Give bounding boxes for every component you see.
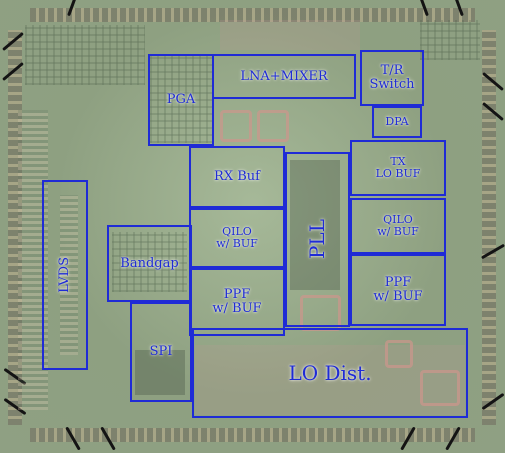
block-ppf-left: PPF w/ BUF (189, 268, 285, 336)
block-qilo-left: QILO w/ BUF (189, 208, 285, 268)
block-pll-label: PLL (305, 219, 329, 260)
pad-ring-left (8, 30, 22, 425)
block-pga-label: PGA (166, 92, 196, 108)
block-tr-switch-label: T/R Switch (369, 63, 415, 92)
circuit-texture (220, 20, 360, 50)
inductor-coil (385, 340, 413, 368)
block-ppf-right-label: PPF w/ BUF (373, 275, 423, 304)
circuit-texture (135, 350, 185, 395)
block-tr-switch: T/R Switch (360, 50, 424, 106)
block-spi-label: SPI (149, 344, 173, 360)
block-spi: SPI (130, 302, 192, 402)
block-pga: PGA (148, 54, 214, 146)
block-bandgap: Bandgap (107, 225, 192, 302)
circuit-texture (112, 232, 187, 292)
circuit-texture (25, 25, 145, 85)
block-rx-buf-label: RX Buf (214, 169, 260, 185)
block-tx-lo-buf-label: TX LO BUF (375, 155, 421, 180)
inductor-coil (257, 110, 289, 142)
block-lo-dist-label: LO Dist. (288, 360, 372, 385)
block-tx-lo-buf: TX LO BUF (350, 140, 446, 196)
inductor-coil (220, 110, 252, 142)
block-lna-mixer: LNA+MIXER (212, 54, 356, 99)
block-lvds-label: LVDS (57, 257, 73, 293)
block-dpa: DPA (372, 106, 422, 138)
block-bandgap-label: Bandgap (120, 255, 179, 271)
block-lvds: LVDS (42, 180, 88, 370)
block-lna-mixer-label: LNA+MIXER (240, 68, 328, 84)
circuit-texture (150, 56, 212, 143)
block-qilo-right-label: QILO w/ BUF (377, 213, 419, 238)
block-dpa-label: DPA (385, 115, 409, 129)
block-ppf-left-label: PPF w/ BUF (212, 287, 262, 316)
pad-ring-right (482, 30, 496, 425)
block-qilo-left-label: QILO w/ BUF (216, 225, 258, 250)
block-rx-buf: RX Buf (189, 146, 285, 208)
pad-ring-bottom (30, 428, 475, 442)
block-lo-dist: LO Dist. (192, 328, 468, 418)
block-qilo-right: QILO w/ BUF (350, 198, 446, 254)
block-ppf-right: PPF w/ BUF (350, 254, 446, 326)
pad-ring-top (30, 8, 475, 22)
circuit-texture (60, 195, 78, 355)
block-pll: PLL (285, 152, 350, 327)
circuit-texture (420, 20, 480, 60)
circuit-texture (290, 160, 340, 290)
inductor-coil (420, 370, 460, 406)
